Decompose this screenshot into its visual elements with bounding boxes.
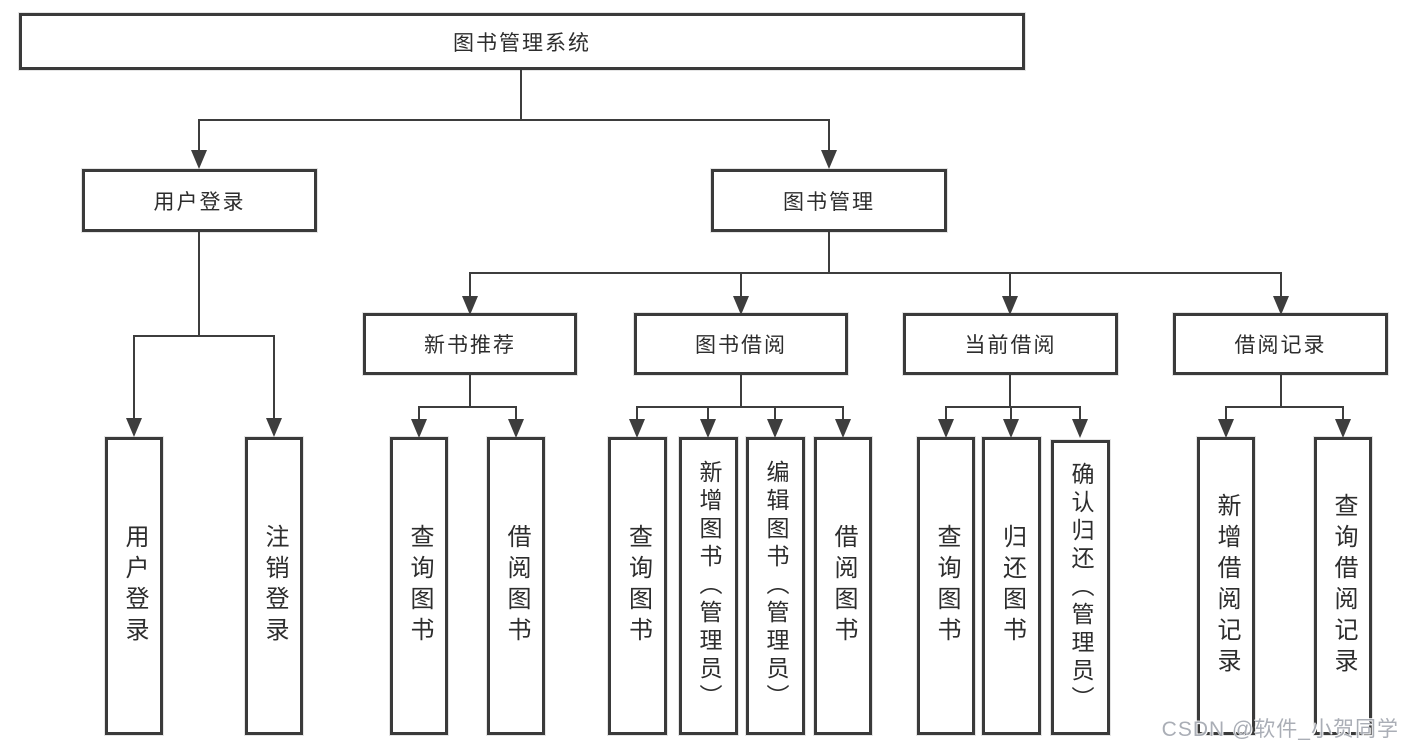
node-label: 图书借阅 (695, 334, 787, 357)
leaf-label: 编辑图书（管理员） (763, 460, 789, 712)
arrow-down-icon (629, 419, 645, 438)
leaf-return-books: 归还图书 (982, 437, 1041, 735)
node-new-book-recommend: 新书推荐 (363, 313, 577, 375)
node-root-label: 图书管理系统 (453, 31, 591, 55)
leaf-label: 归还图书 (998, 524, 1026, 648)
arrow-down-icon (126, 418, 142, 437)
arrow-down-icon (767, 419, 783, 438)
arrow-down-icon (1002, 296, 1018, 315)
connector-line (515, 407, 517, 420)
connector-bookmgmt-rail (469, 272, 1282, 274)
connector-line (273, 336, 275, 419)
connector-line (1079, 407, 1081, 420)
arrow-down-icon (1273, 296, 1289, 315)
connector-line (1010, 407, 1012, 420)
node-label: 图书管理 (783, 190, 875, 214)
node-label: 新书推荐 (424, 334, 516, 357)
leaf-query-books-current: 查询图书 (917, 437, 975, 735)
arrow-down-icon (1218, 419, 1234, 438)
leaf-add-books-admin: 新增图书（管理员） (679, 437, 738, 735)
connector-line (945, 407, 947, 420)
connector-stub (1009, 375, 1011, 407)
node-book-management-module: 图书管理 (711, 169, 947, 232)
leaf-label: 借阅图书 (830, 524, 857, 648)
arrow-down-icon (938, 419, 954, 438)
connector-line (636, 407, 638, 420)
leaf-logout: 注销登录 (245, 437, 303, 735)
connector-line (774, 407, 776, 420)
connector-userlogin-rail (133, 335, 275, 337)
connector-rail (945, 406, 1081, 408)
arrow-down-icon (191, 150, 207, 169)
connector-line (198, 120, 200, 151)
connector-rail (418, 406, 517, 408)
leaf-edit-books-admin: 编辑图书（管理员） (746, 437, 805, 735)
leaf-label: 查询借阅记录 (1330, 493, 1357, 679)
node-book-borrow: 图书借阅 (634, 313, 848, 375)
connector-userlogin-stub (198, 232, 200, 336)
connector-line (1342, 407, 1344, 420)
node-label: 当前借阅 (964, 334, 1057, 357)
leaf-confirm-return-admin: 确认归还（管理员） (1051, 440, 1110, 735)
connector-line (707, 407, 709, 420)
arrow-down-icon (1335, 419, 1351, 438)
leaf-label: 用户登录 (121, 524, 148, 648)
leaf-add-borrow-record: 新增借阅记录 (1197, 437, 1255, 735)
leaf-borrow-books-recommend: 借阅图书 (487, 437, 545, 735)
leaf-query-books-recommend: 查询图书 (390, 437, 448, 735)
connector-line (828, 120, 830, 151)
leaf-label: 借阅图书 (503, 524, 530, 648)
leaf-label: 查询图书 (406, 524, 433, 648)
csdn-watermark: CSDN @软件_小贺同学 (1161, 718, 1399, 741)
leaf-label: 注销登录 (261, 524, 288, 648)
connector-stub (740, 375, 742, 407)
leaf-borrow-books: 借阅图书 (814, 437, 872, 735)
node-borrow-records: 借阅记录 (1173, 313, 1388, 375)
arrow-down-icon (1072, 419, 1088, 438)
leaf-label: 查询图书 (624, 524, 652, 648)
leaf-user-login: 用户登录 (105, 437, 163, 735)
node-user-login-module: 用户登录 (82, 169, 317, 232)
arrow-down-icon (266, 418, 282, 437)
arrow-down-icon (1003, 419, 1019, 438)
arrow-down-icon (733, 296, 749, 315)
connector-stub (469, 375, 471, 407)
connector-rail (636, 406, 844, 408)
leaf-query-borrow-record: 查询借阅记录 (1314, 437, 1372, 735)
arrow-down-icon (411, 419, 427, 438)
connector-line (842, 407, 844, 420)
node-label: 用户登录 (153, 190, 246, 214)
leaf-label: 新增借阅记录 (1213, 493, 1240, 679)
leaf-query-books-borrow: 查询图书 (608, 437, 667, 735)
connector-line (1280, 273, 1282, 297)
connector-line (1225, 407, 1227, 420)
node-current-borrow: 当前借阅 (903, 313, 1118, 375)
connector-stub (1280, 375, 1282, 407)
connector-rail (1225, 406, 1344, 408)
arrow-down-icon (462, 296, 478, 315)
leaf-label: 新增图书（管理员） (696, 460, 722, 712)
connector-line (133, 336, 135, 419)
connector-root-rail (198, 119, 830, 121)
connector-root-stub (520, 70, 522, 120)
connector-line (1009, 273, 1011, 297)
connector-line (469, 273, 471, 297)
node-root: 图书管理系统 (19, 13, 1025, 70)
connector-line (418, 407, 420, 420)
connector-line (740, 273, 742, 297)
arrow-down-icon (835, 419, 851, 438)
arrow-down-icon (821, 150, 837, 169)
arrow-down-icon (508, 419, 524, 438)
leaf-label: 确认归还（管理员） (1068, 461, 1094, 714)
node-label: 借阅记录 (1234, 334, 1327, 357)
arrow-down-icon (700, 419, 716, 438)
connector-bookmgmt-stub (828, 232, 830, 273)
leaf-label: 查询图书 (933, 524, 960, 648)
